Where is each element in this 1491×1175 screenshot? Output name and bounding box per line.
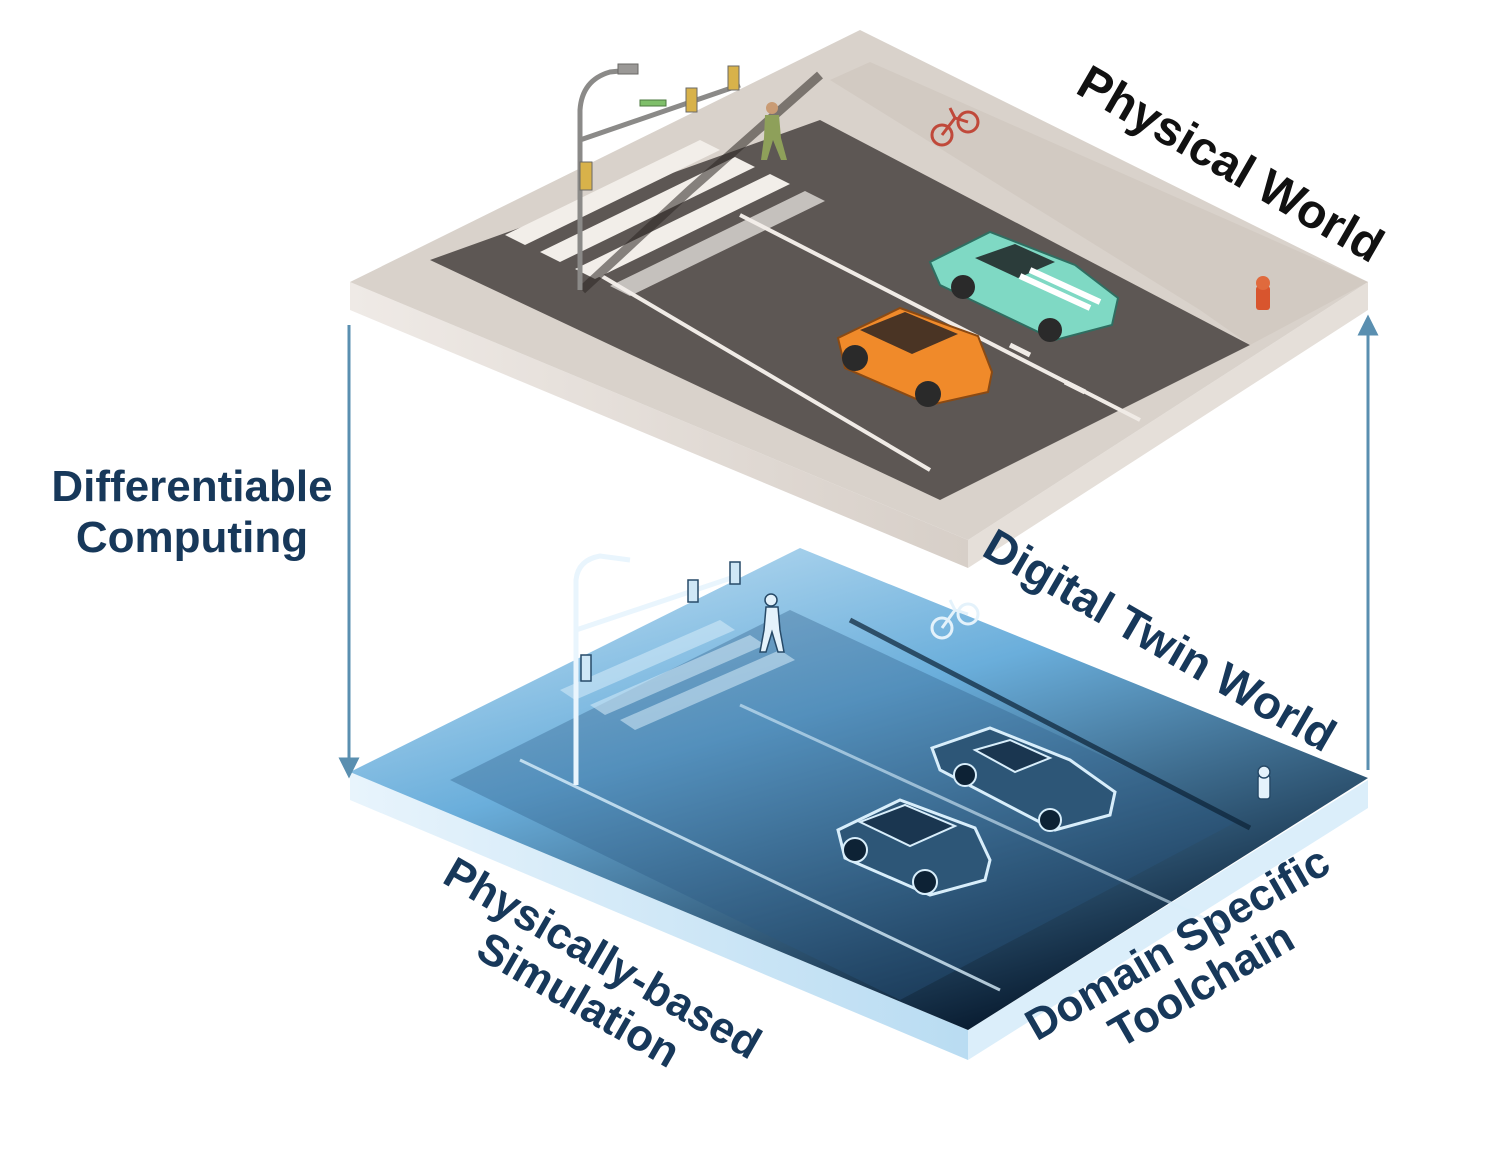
pedestrian-icon — [759, 593, 785, 653]
fire-hydrant-icon — [1257, 765, 1271, 800]
digital-twin-layer — [350, 548, 1368, 1060]
physical-world-layer — [350, 30, 1368, 568]
differentiable-computing-line-2: Computing — [75, 512, 309, 562]
car-icon — [836, 798, 992, 897]
car-icon — [836, 306, 994, 407]
street-lamp-icon — [577, 63, 639, 290]
crosswalk-digital — [560, 620, 795, 730]
bicycle-icon — [930, 599, 980, 640]
pedestrian-icon — [761, 102, 787, 160]
differentiable-computing-line-1: Differentiable — [51, 462, 333, 511]
car-icon — [930, 726, 1117, 832]
bicycle-icon — [930, 107, 980, 147]
traffic-light-icon — [579, 65, 741, 191]
fire-hydrant-icon — [1256, 276, 1270, 310]
traffic-light-icon — [573, 553, 741, 785]
differentiable-computing-label: Differentiable Computing — [32, 462, 352, 563]
car-icon — [928, 230, 1120, 342]
